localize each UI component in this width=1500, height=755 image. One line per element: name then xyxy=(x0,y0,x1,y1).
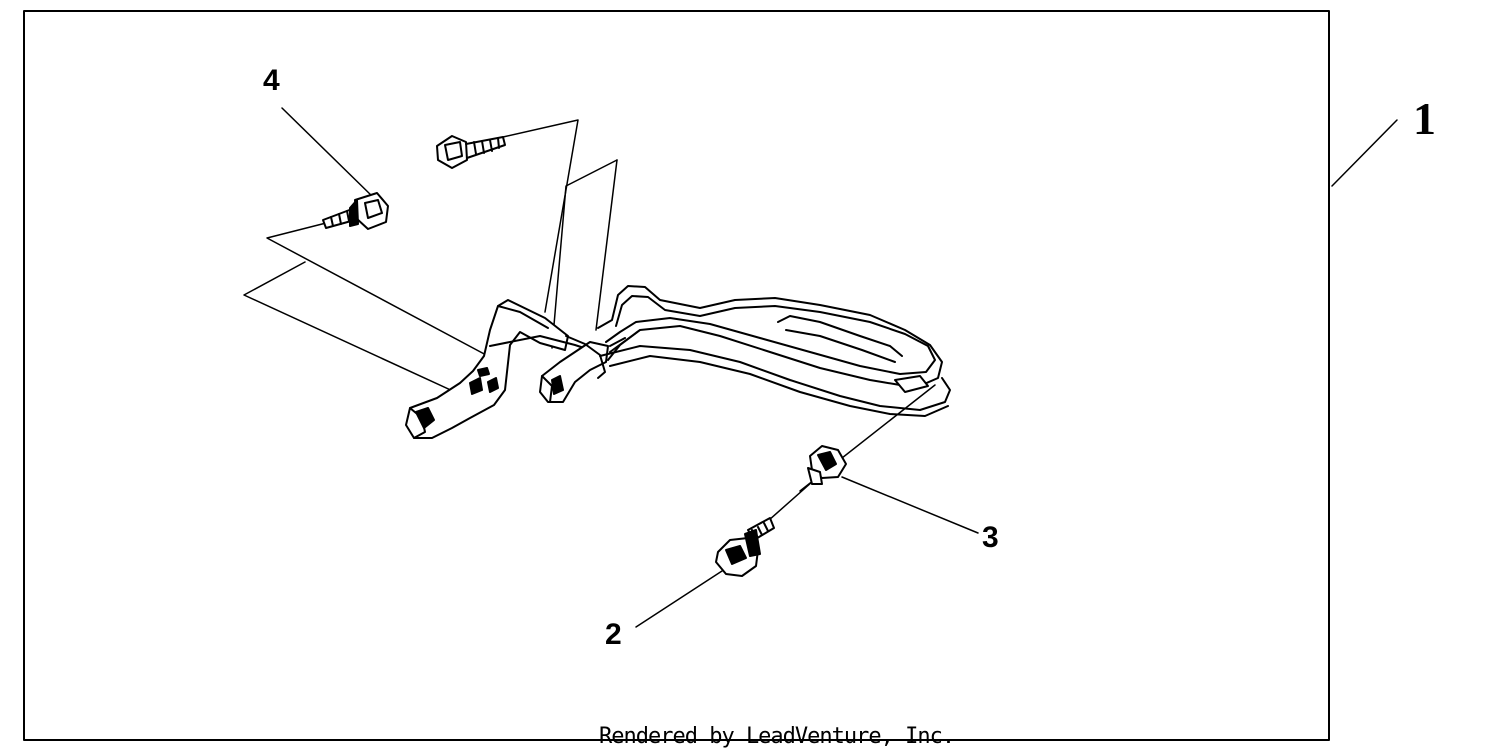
rendered-by-footer: Rendered by LeadVenture, Inc. xyxy=(599,724,955,749)
leader-line-3 xyxy=(841,476,979,534)
leader-line-4 xyxy=(281,107,375,199)
leader-line-2 xyxy=(635,570,723,628)
alignment-lines xyxy=(243,119,936,529)
callout-2: 2 xyxy=(605,618,622,651)
mount-bracket-left xyxy=(405,299,597,439)
wire-footrest xyxy=(597,285,951,417)
callout-4: 4 xyxy=(263,64,280,97)
upper-bolt xyxy=(436,135,506,169)
assembly-frame xyxy=(23,10,1330,741)
callout-3: 3 xyxy=(982,521,999,554)
washer-item-3 xyxy=(807,445,847,485)
bolt-item-2 xyxy=(715,517,775,577)
mount-bracket-middle xyxy=(539,335,609,403)
leader-line-1 xyxy=(1331,119,1398,187)
bolt-item-4 xyxy=(322,192,389,230)
callout-1: 1 xyxy=(1413,93,1436,144)
